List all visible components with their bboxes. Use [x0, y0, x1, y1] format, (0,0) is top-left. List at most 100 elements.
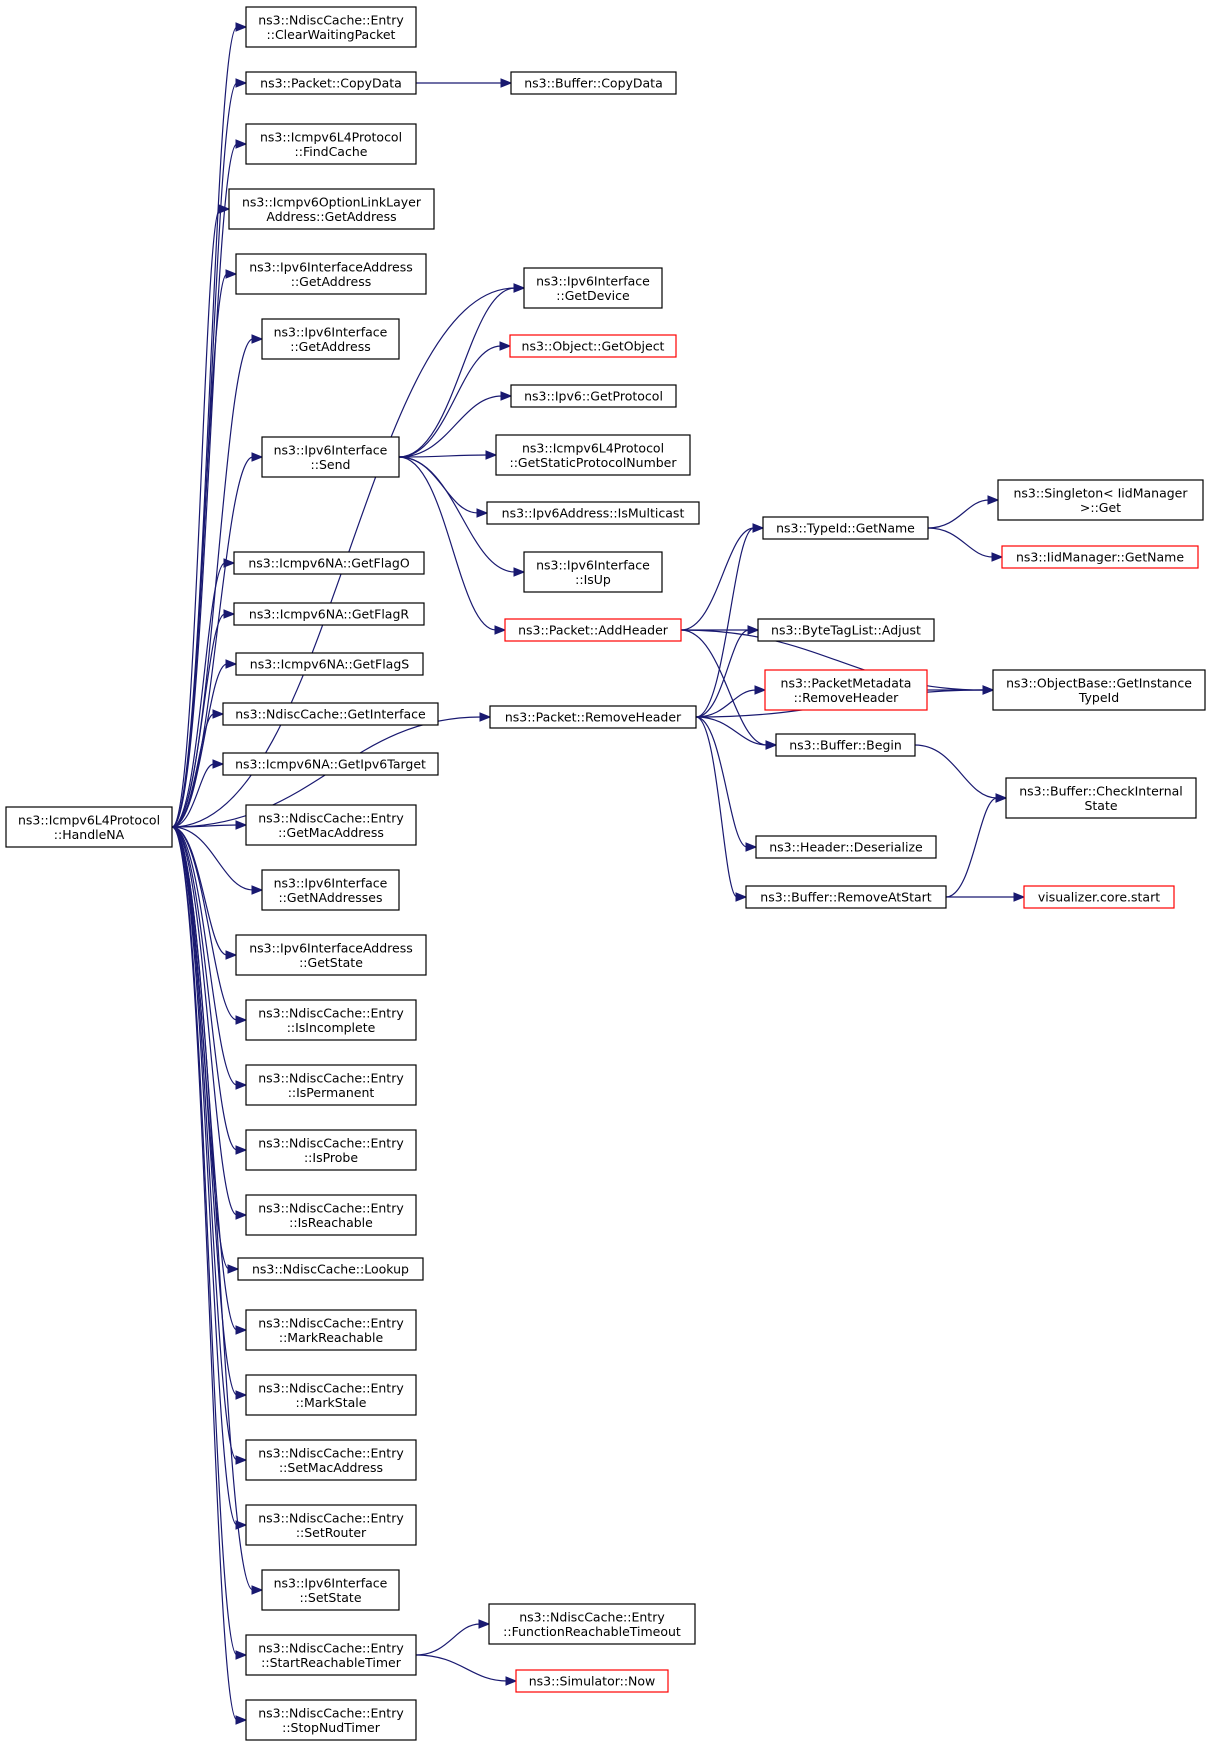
arrowhead-15 — [251, 885, 264, 895]
node-label-line: ::FindCache — [295, 144, 368, 159]
node-box — [486, 501, 700, 525]
node-vis-start[interactable]: visualizer.core.start — [1023, 885, 1175, 909]
node-label-line: ns3::Ipv6Interface — [274, 324, 388, 339]
node-label-line: ns3::NdiscCache::Entry — [258, 1510, 404, 1525]
node-btladjust[interactable]: ns3::ByteTagList::Adjust — [757, 618, 935, 642]
node-label-line: visualizer.core.start — [1038, 890, 1160, 905]
node-is-incomplete[interactable]: ns3::NdiscCache::Entry::IsIncomplete — [245, 999, 417, 1041]
node-label-line: ns3::NdiscCache::Entry — [258, 1135, 404, 1150]
node-pmremove-header[interactable]: ns3::PacketMetadata::RemoveHeader — [764, 669, 928, 711]
node-if-send[interactable]: ns3::Ipv6Interface::Send — [261, 436, 400, 478]
arrowhead-22 — [235, 1325, 248, 1335]
node-lookup[interactable]: ns3::NdiscCache::Lookup — [237, 1257, 424, 1281]
arrowhead-1 — [235, 78, 248, 88]
node-buffer-copy-data[interactable]: ns3::Buffer::CopyData — [510, 71, 677, 95]
node-get-flag-o[interactable]: ns3::Icmpv6NA::GetFlagO — [233, 551, 425, 575]
node-get-ipv6target[interactable]: ns3::Icmpv6NA::GetIpv6Target — [222, 752, 439, 776]
node-type-id-get-name[interactable]: ns3::TypeId::GetName — [762, 516, 929, 540]
node-label-line: ns3::Ipv6InterfaceAddress — [249, 940, 413, 955]
arrowhead-31 — [499, 341, 512, 351]
node-mark-stale[interactable]: ns3::NdiscCache::Entry::MarkStale — [245, 1374, 417, 1416]
edge-15 — [171, 826, 254, 891]
edge-44 — [695, 716, 768, 746]
node-get-interface[interactable]: ns3::NdiscCache::GetInterface — [222, 702, 439, 726]
node-find-cache[interactable]: ns3::Icmpv6L4Protocol::FindCache — [245, 123, 417, 165]
node-mark-reachable[interactable]: ns3::NdiscCache::Entry::MarkReachable — [245, 1309, 417, 1351]
node-box — [245, 123, 417, 165]
arrowhead-50 — [982, 685, 995, 695]
node-is-permanent[interactable]: ns3::NdiscCache::Entry::IsPermanent — [245, 1064, 417, 1106]
node-label-line: ns3::Icmpv6L4Protocol — [18, 812, 160, 827]
edge-13 — [171, 763, 215, 828]
node-get-static-protocol-number[interactable]: ns3::Icmpv6L4Protocol::GetStaticProtocol… — [495, 434, 691, 476]
node-sim-now[interactable]: ns3::Simulator::Now — [515, 1669, 669, 1693]
arrowhead-17 — [235, 1015, 248, 1025]
node-get-naddresses[interactable]: ns3::Ipv6Interface::GetNAddresses — [261, 869, 400, 911]
node-set-mac-address[interactable]: ns3::NdiscCache::Entry::SetMacAddress — [245, 1439, 417, 1481]
node-label-line: ns3::NdiscCache::Entry — [258, 1070, 404, 1085]
node-box — [245, 71, 417, 95]
node-label-line: ns3::Object::GetObject — [522, 339, 665, 354]
node-label-line: ns3::Icmpv6NA::GetIpv6Target — [235, 757, 426, 772]
node-singleton-get[interactable]: ns3::Singleton< IidManager>::Get — [997, 479, 1204, 521]
node-label-line: ::GetAddress — [290, 339, 370, 354]
edge-28 — [171, 826, 238, 1721]
node-get-mac-address[interactable]: ns3::NdiscCache::Entry::GetMacAddress — [245, 804, 417, 846]
node-label-line: Address::GetAddress — [266, 209, 396, 224]
node-box — [523, 551, 663, 593]
node-iid-get-name[interactable]: ns3::IidManager::GetName — [1001, 545, 1199, 569]
node-get-flag-s[interactable]: ns3::Icmpv6NA::GetFlagS — [235, 652, 424, 676]
arrowhead-8 — [479, 712, 492, 722]
node-is-multicast[interactable]: ns3::Ipv6Address::IsMulticast — [486, 501, 700, 525]
node-get-object[interactable]: ns3::Object::GetObject — [509, 334, 677, 358]
node-set-router[interactable]: ns3::NdiscCache::Entry::SetRouter — [245, 1504, 417, 1546]
node-box — [245, 1439, 417, 1481]
node-get-flag-r[interactable]: ns3::Icmpv6NA::GetFlagR — [233, 602, 425, 626]
node-label-line: ns3::NdiscCache::Entry — [258, 12, 404, 27]
node-label-line: ns3::Packet::CopyData — [260, 76, 402, 91]
node-label-line: ns3::Icmpv6NA::GetFlagO — [248, 556, 409, 571]
edge-30 — [398, 287, 516, 458]
node-label-line: ns3::Packet::AddHeader — [518, 623, 669, 638]
edge-24 — [171, 826, 238, 1461]
node-box — [245, 804, 417, 846]
node-label-line: ns3::Buffer::CheckInternal — [1019, 783, 1183, 798]
node-deserialize[interactable]: ns3::Header::Deserialize — [755, 835, 937, 859]
node-is-probe[interactable]: ns3::NdiscCache::Entry::IsProbe — [245, 1129, 417, 1171]
edge-20 — [171, 826, 238, 1216]
node-set-state[interactable]: ns3::Ipv6Interface::SetState — [261, 1569, 400, 1611]
arrowhead-36 — [494, 625, 507, 635]
node-if-get-address[interactable]: ns3::Ipv6Interface::GetAddress — [261, 318, 400, 360]
node-stop-nud-timer[interactable]: ns3::NdiscCache::Entry::StopNudTimer — [245, 1699, 417, 1741]
edge-9 — [171, 562, 226, 828]
node-get-device[interactable]: ns3::Ipv6Interface::GetDevice — [523, 267, 663, 309]
node-label-line: ns3::NdiscCache::Entry — [258, 1705, 404, 1720]
node-is-up[interactable]: ns3::Ipv6Interface::IsUp — [523, 551, 663, 593]
node-add-header[interactable]: ns3::Packet::AddHeader — [504, 618, 682, 642]
arrowhead-12 — [212, 709, 225, 719]
node-remove-at-start[interactable]: ns3::Buffer::RemoveAtStart — [745, 885, 947, 909]
node-buffer-begin[interactable]: ns3::Buffer::Begin — [775, 733, 916, 757]
node-opt-get-address[interactable]: ns3::Icmpv6OptionLinkLayerAddress::GetAd… — [228, 188, 435, 230]
node-box — [233, 602, 425, 626]
node-get-state[interactable]: ns3::Ipv6InterfaceAddress::GetState — [235, 934, 427, 976]
node-box — [488, 1603, 696, 1645]
node-function-reachable-timeout[interactable]: ns3::NdiscCache::Entry::FunctionReachabl… — [488, 1603, 696, 1645]
node-label-line: ns3::Icmpv6L4Protocol — [260, 129, 402, 144]
node-remove-header[interactable]: ns3::Packet::RemoveHeader — [489, 705, 697, 729]
node-start-reachable-timer[interactable]: ns3::NdiscCache::Entry::StartReachableTi… — [245, 1634, 417, 1676]
node-label-line: >::Get — [1080, 500, 1121, 515]
node-if-addr-get-address[interactable]: ns3::Ipv6InterfaceAddress::GetAddress — [235, 253, 427, 295]
edge-23 — [171, 826, 238, 1396]
node-packet-copy-data[interactable]: ns3::Packet::CopyData — [245, 71, 417, 95]
node-is-reachable[interactable]: ns3::NdiscCache::Entry::IsReachable — [245, 1194, 417, 1236]
node-box — [509, 334, 677, 358]
node-handle-na[interactable]: ns3::Icmpv6L4Protocol::HandleNA — [5, 806, 173, 848]
node-clear-waiting-packet[interactable]: ns3::NdiscCache::Entry::ClearWaitingPack… — [245, 6, 417, 48]
node-label-line: ns3::NdiscCache::Entry — [258, 810, 404, 825]
arrowhead-16 — [225, 950, 238, 960]
node-get-protocol[interactable]: ns3::Ipv6::GetProtocol — [510, 384, 677, 408]
node-label-line: TypeId — [1078, 690, 1119, 705]
